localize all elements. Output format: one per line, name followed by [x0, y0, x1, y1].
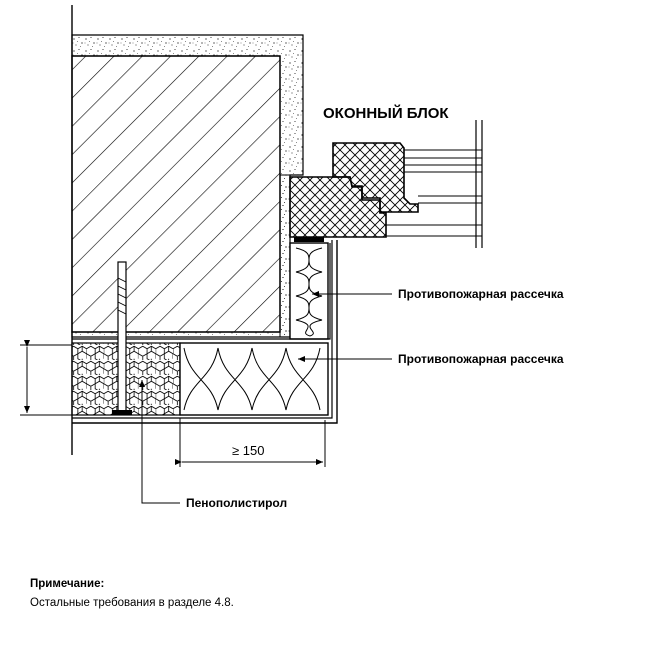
reveal-plaster: [279, 174, 291, 338]
leader-lines: [139, 291, 392, 504]
insulation-thickness-dimension: [20, 340, 72, 416]
min-width-dimension: [175, 418, 326, 467]
insulation-anchor: [112, 261, 132, 415]
glazing: [386, 120, 483, 248]
masonry-wall: [71, 55, 281, 333]
fire-break-label-1: Противопожарная рассечка: [398, 287, 564, 301]
min-width-label: ≥ 150: [232, 443, 264, 458]
note-title: Примечание:: [30, 578, 105, 590]
polystyrene-label: Пенополистирол: [186, 496, 287, 510]
seal-strip: [294, 237, 324, 242]
mineral-wool-vertical-pattern: [295, 247, 323, 337]
fire-break-label-2: Противопожарная рассечка: [398, 352, 564, 366]
note-text: Остальные требования в разделе 4.8.: [30, 597, 234, 609]
window-block-label: ОКОННЫЙ БЛОК: [323, 104, 449, 122]
render-layers: [72, 240, 338, 424]
mineral-wool-horizontal-pattern: [183, 347, 321, 411]
